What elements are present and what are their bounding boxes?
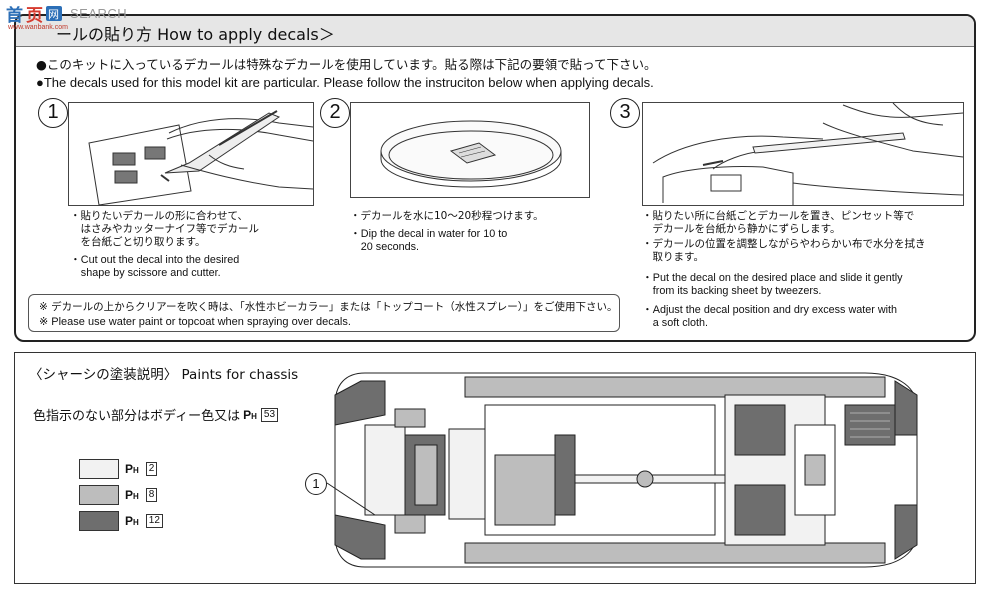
step-2-text-ja: ・デカールを水に10〜20秒程つけます。 [350, 210, 544, 222]
decal-title: ールの貼り方 How to apply decals＞ [56, 25, 335, 44]
step-2-text-en: ・Dip the decal in water for 10 to 20 sec… [350, 228, 508, 253]
step-1-text-ja: ・貼りたいデカールの形に合わせて、 はさみやカッターナイフ等でデカール を台紙ご… [70, 210, 259, 248]
legend-swatch-light [79, 459, 119, 479]
step-2-number: 2 [320, 98, 350, 128]
step-1-illustration [68, 102, 314, 206]
watermark-logo: 首 页 网 www.wanbank.com [4, 2, 68, 32]
ph-mark: PH [243, 407, 257, 422]
spray-note-box: ※ デカールの上からクリアーを吹く時は、「水性ホビーカラー」または「トップコート… [28, 294, 620, 332]
legend-code-light: 2 [145, 462, 158, 476]
ph-mark: PH [125, 462, 139, 476]
legend-code-dark: 12 [145, 514, 163, 528]
svg-text:页: 页 [26, 6, 43, 26]
legend-swatch-dark [79, 511, 119, 531]
step-3-text-en-1: ・Put the decal on the desired place and … [642, 272, 903, 297]
part-callout-1: 1 [305, 473, 327, 495]
color-note-text: 色指示のない部分はボディー色又は [33, 409, 241, 424]
svg-text:首: 首 [6, 5, 23, 26]
legend-row-dark: PH 12 [79, 511, 163, 531]
decal-intro-en: ●The decals used for this model kit are … [36, 75, 654, 90]
step-3-text-en-2: ・Adjust the decal position and dry exces… [642, 304, 898, 329]
step-2-illustration [350, 102, 590, 198]
decal-instructions-panel: ールの貼り方 How to apply decals＞ ●このキットに入っている… [14, 14, 976, 342]
legend-swatch-medium [79, 485, 119, 505]
chassis-paint-panel: 〈シャーシの塗装説明〉 Paints for chassis 色指示のない部分は… [14, 352, 976, 584]
watermark-brand: SEARCH [70, 6, 128, 21]
step-3-number: 3 [610, 98, 640, 128]
decal-intro-ja: ●このキットに入っているデカールは特殊なデカールを使用しています。貼る際は下記の… [36, 57, 657, 72]
step-3-text-ja-1: ・貼りたい所に台紙ごとデカールを置き、ピンセット等で デカールを台紙から静かにず… [642, 210, 915, 235]
step-1-number: 1 [38, 98, 68, 128]
step-3-text-ja-2: ・デカールの位置を調整しながらやわらかい布で水分を拭き 取ります。 [642, 238, 926, 263]
chassis-diagram [326, 372, 918, 568]
watermark: 首 页 网 www.wanbank.com SEARCH [4, 2, 127, 34]
step-3-illustration [642, 102, 964, 206]
spray-note-ja: ※ デカールの上からクリアーを吹く時は、「水性ホビーカラー」または「トップコート… [39, 301, 618, 313]
chassis-color-note: 色指示のない部分はボディー色又は PH 53 [33, 405, 279, 424]
step-1-text-en: ・Cut out the decal into the desired shap… [70, 254, 240, 279]
legend-row-light: PH 2 [79, 459, 158, 479]
svg-text:网: 网 [48, 8, 59, 21]
ph-mark: PH [125, 488, 139, 502]
watermark-url: www.wanbank.com [8, 24, 68, 31]
body-color-code: 53 [260, 407, 279, 422]
decal-header: ールの貼り方 How to apply decals＞ [16, 16, 974, 47]
spray-note-en: ※ Please use water paint or topcoat when… [39, 316, 351, 328]
legend-code-medium: 8 [145, 488, 158, 502]
ph-mark: PH [125, 514, 139, 528]
chassis-title: 〈シャーシの塗装説明〉 Paints for chassis [29, 367, 299, 383]
legend-row-medium: PH 8 [79, 485, 158, 505]
